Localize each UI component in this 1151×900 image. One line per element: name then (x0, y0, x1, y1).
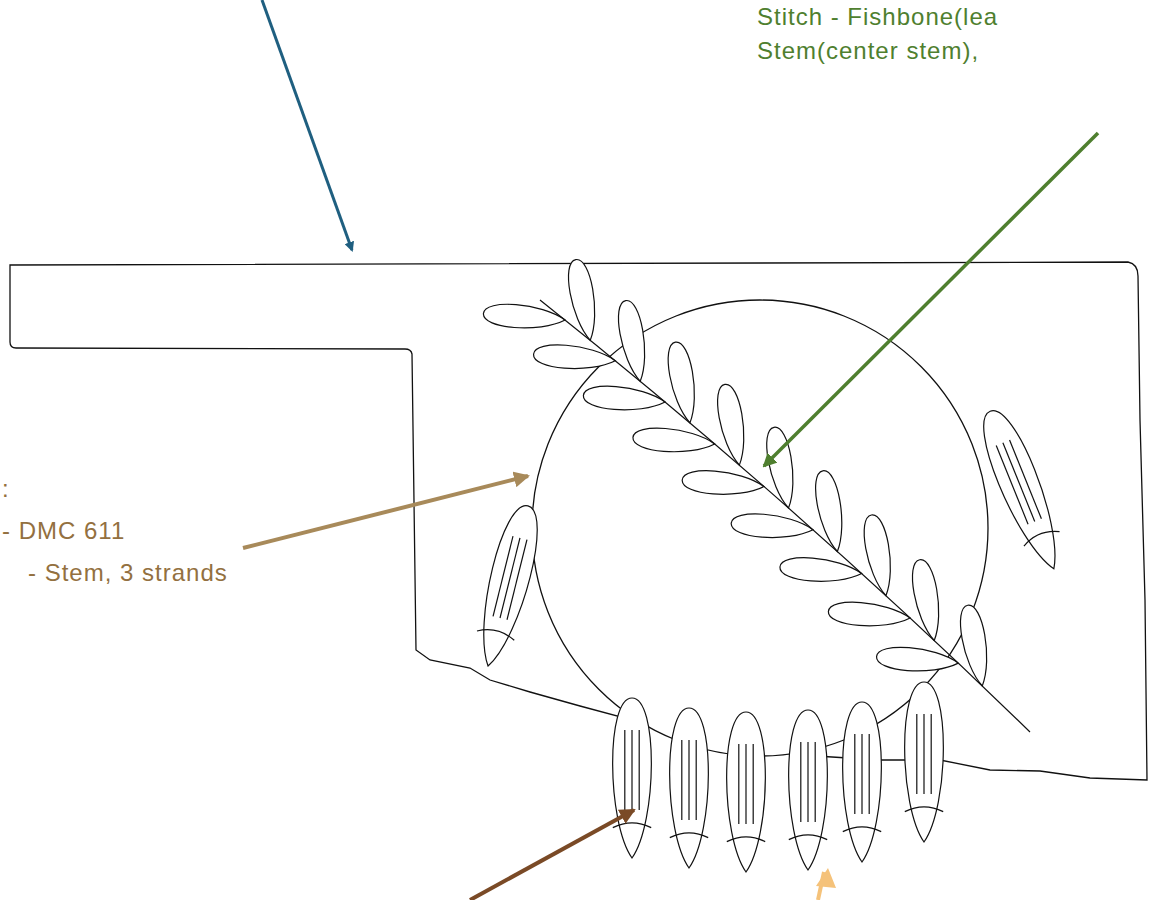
olive-leaf (668, 342, 694, 423)
olive-leaf (780, 558, 862, 582)
feather (727, 712, 766, 872)
olive-leaf (912, 560, 938, 641)
feather (843, 702, 882, 862)
state-outline (10, 262, 1147, 780)
feather (670, 708, 709, 868)
olive-leaf (731, 514, 813, 538)
olive-leaf (828, 602, 910, 626)
olive-leaf (583, 386, 665, 410)
leader-arrow (764, 133, 1098, 466)
olive-leaf (633, 428, 715, 452)
olive-leaf (816, 471, 842, 552)
olive-leaf (682, 471, 764, 495)
olive-leaf (864, 515, 890, 596)
leader-arrow (262, 0, 352, 250)
note-label: : (2, 474, 10, 504)
feather (905, 682, 944, 842)
olive-leaf (568, 260, 594, 341)
olive-stem (540, 300, 1030, 732)
olive-leaf (718, 384, 744, 465)
olive-leaf (960, 605, 986, 686)
olive-leaf (534, 345, 616, 369)
note-label: - DMC 611 (2, 516, 125, 546)
leader-arrow (243, 476, 528, 548)
feather (972, 404, 1072, 576)
arrow-head (816, 868, 836, 888)
note-label: Stitch - Fishbone(lea (757, 2, 998, 32)
leader-arrow (470, 810, 634, 900)
note-label: - Stem, 3 strands (28, 558, 228, 588)
olive-leaf (618, 300, 644, 381)
feather (613, 698, 652, 858)
feather (469, 501, 546, 670)
feather (789, 710, 828, 870)
olive-leaf (483, 304, 565, 328)
note-label: Stem(center stem), (757, 36, 979, 66)
